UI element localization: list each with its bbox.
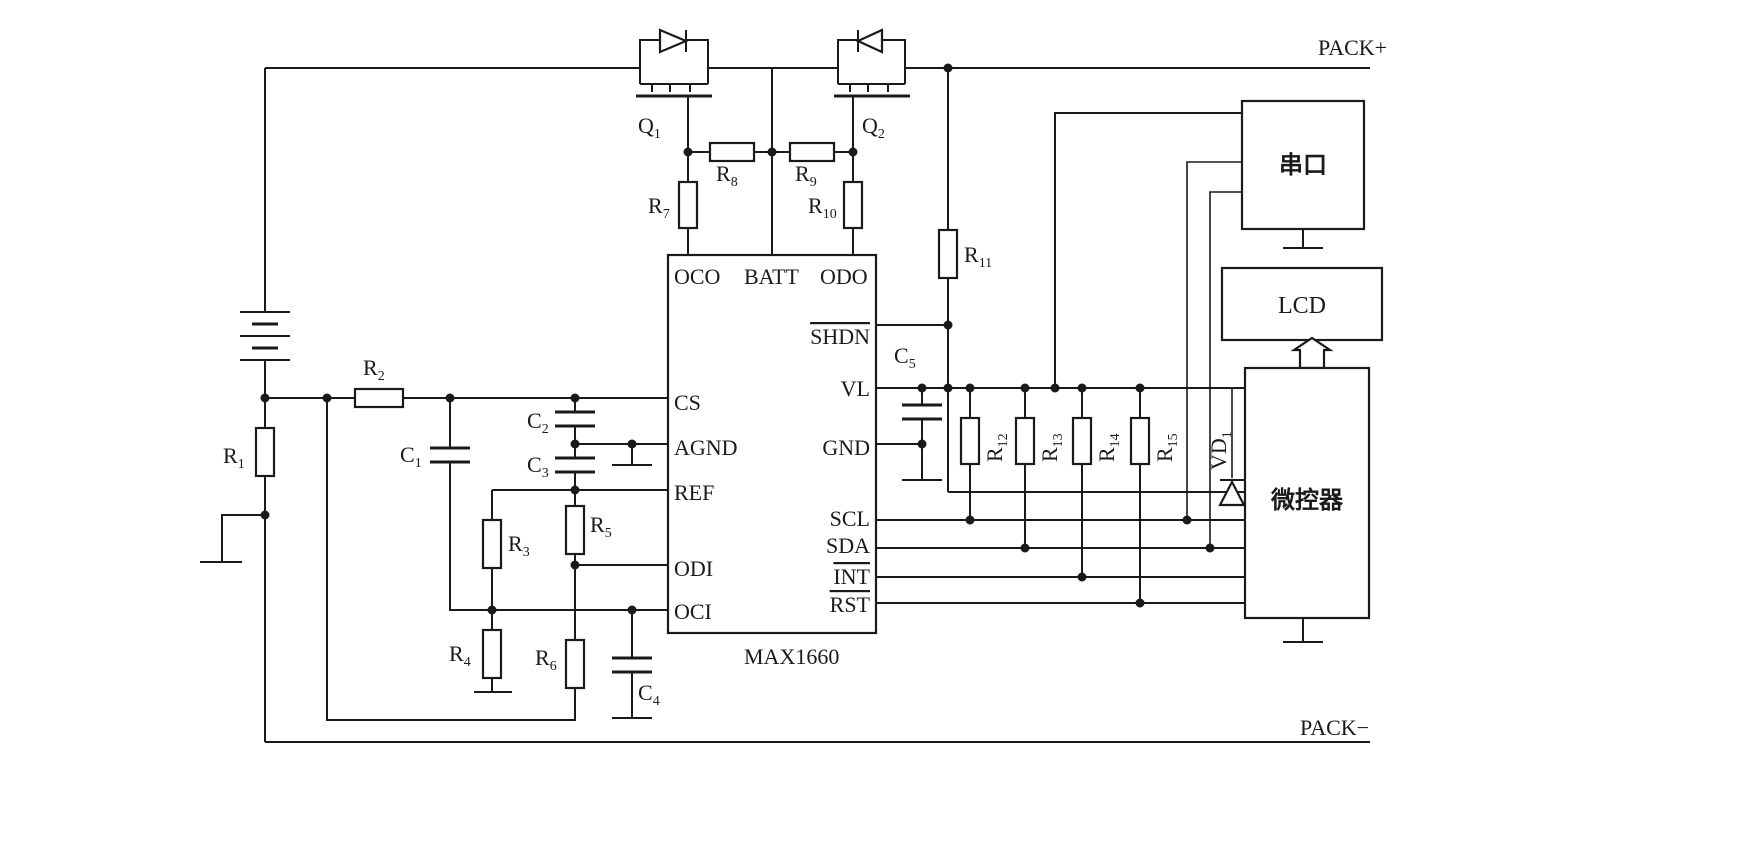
r9-label: R9 bbox=[795, 161, 817, 190]
serial-port-label: 串口 bbox=[1279, 151, 1327, 179]
svg-text:R12: R12 bbox=[982, 433, 1011, 462]
svg-text:R13: R13 bbox=[1037, 433, 1066, 462]
pin-ref: REF bbox=[674, 480, 714, 505]
r13-label: R13 bbox=[1037, 433, 1066, 462]
r3-label: R3 bbox=[508, 531, 530, 560]
mcu-block bbox=[1243, 366, 1371, 620]
pin-batt: BATT bbox=[744, 264, 800, 289]
vd1-label: VD1 bbox=[1206, 431, 1235, 470]
c4-label: C4 bbox=[638, 680, 660, 709]
c2-label: C2 bbox=[527, 408, 549, 437]
pin-vl: VL bbox=[841, 376, 870, 401]
pin-int: INT bbox=[833, 564, 870, 589]
r1-label: R1 bbox=[223, 443, 245, 472]
r5-label: R5 bbox=[590, 512, 612, 541]
c3-label: C3 bbox=[527, 452, 549, 481]
r10-label: R10 bbox=[808, 193, 837, 222]
r15-label: R15 bbox=[1152, 433, 1181, 462]
pin-odo: ODO bbox=[820, 264, 868, 289]
r1-branch bbox=[200, 398, 276, 742]
pin-sda: SDA bbox=[826, 533, 870, 558]
lcd-block bbox=[1220, 266, 1384, 342]
lcd-label: LCD bbox=[1278, 293, 1326, 319]
svg-text:R14: R14 bbox=[1094, 433, 1123, 462]
c1-label: C1 bbox=[400, 442, 422, 471]
max1660-ic bbox=[666, 253, 878, 635]
gate-resistor-network bbox=[677, 68, 864, 255]
c5-label: C5 bbox=[894, 343, 916, 372]
q1-label: Q1 bbox=[638, 113, 661, 142]
pin-oci: OCI bbox=[674, 599, 712, 624]
pin-rst: RST bbox=[830, 592, 871, 617]
battery-symbol bbox=[240, 68, 290, 398]
pullup-resistors bbox=[959, 388, 1151, 603]
junction-dots bbox=[260, 63, 1215, 615]
pin-cs: CS bbox=[674, 390, 701, 415]
pin-oco: OCO bbox=[674, 264, 720, 289]
lcd-arrow bbox=[1290, 336, 1334, 370]
pack-plus-label: PACK+ bbox=[1318, 35, 1387, 60]
c1-capacitor bbox=[430, 398, 668, 611]
c5-capacitor bbox=[876, 387, 1245, 481]
q1-mosfet bbox=[636, 28, 712, 255]
r8-label: R8 bbox=[716, 161, 738, 190]
bus-lines bbox=[876, 491, 1245, 604]
mcu-label: 微控器 bbox=[1270, 486, 1344, 514]
r7-label: R7 bbox=[648, 193, 670, 222]
r11-label: R11 bbox=[964, 242, 992, 271]
pin-odi: ODI bbox=[674, 556, 713, 581]
r11-branch bbox=[876, 68, 959, 492]
q2-label: Q2 bbox=[862, 113, 885, 142]
pin-gnd: GND bbox=[822, 435, 870, 460]
pack-minus-label: PACK− bbox=[1300, 715, 1369, 740]
r6-label: R6 bbox=[535, 645, 557, 674]
r2-label: R2 bbox=[363, 355, 385, 384]
svg-text:VD1: VD1 bbox=[1206, 431, 1235, 470]
vd1-diode bbox=[1218, 388, 1246, 507]
svg-text:R15: R15 bbox=[1152, 433, 1181, 462]
ic-name-label: MAX1660 bbox=[744, 644, 839, 669]
pin-scl: SCL bbox=[830, 506, 870, 531]
r12-label: R12 bbox=[982, 433, 1011, 462]
ref-divider-network bbox=[474, 489, 668, 719]
r4-label: R4 bbox=[449, 641, 471, 670]
r14-label: R14 bbox=[1094, 433, 1123, 462]
cs-line bbox=[265, 387, 668, 721]
serial-connections bbox=[1054, 112, 1242, 548]
pin-agnd: AGND bbox=[674, 435, 738, 460]
pin-shdn: SHDN bbox=[810, 324, 870, 349]
